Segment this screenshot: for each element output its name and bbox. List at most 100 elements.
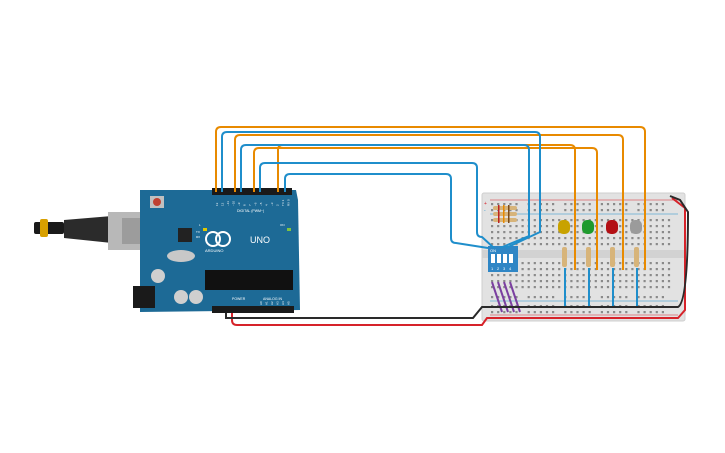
- breadboard-hole[interactable]: [655, 286, 658, 289]
- breadboard-hole[interactable]: [515, 225, 518, 228]
- breadboard-hole[interactable]: [667, 274, 671, 277]
- breadboard-hole[interactable]: [564, 243, 567, 246]
- breadboard-hole[interactable]: [552, 237, 555, 240]
- breadboard-hole[interactable]: [521, 268, 524, 271]
- led-yellow-body[interactable]: [558, 220, 570, 234]
- breadboard-hole[interactable]: [503, 237, 506, 240]
- breadboard-hole[interactable]: [594, 274, 597, 277]
- breadboard-hole[interactable]: [582, 243, 585, 246]
- led-resistors[interactable]: [562, 247, 639, 267]
- breadboard-hole[interactable]: [613, 274, 616, 277]
- breadboard-hole[interactable]: [564, 311, 567, 314]
- breadboard-hole[interactable]: [552, 203, 555, 206]
- breadboard-hole[interactable]: [576, 209, 579, 212]
- breadboard-hole[interactable]: [545, 280, 549, 283]
- breadboard-hole[interactable]: [527, 296, 530, 299]
- breadboard-hole[interactable]: [552, 286, 555, 289]
- breadboard-hole[interactable]: [637, 280, 640, 283]
- breadboard-hole[interactable]: [613, 311, 616, 314]
- breadboard-hole[interactable]: [497, 225, 500, 228]
- breadboard-hole[interactable]: [606, 209, 610, 212]
- breadboard-hole[interactable]: [570, 231, 573, 234]
- breadboard-hole[interactable]: [533, 231, 536, 234]
- breadboard-hole[interactable]: [619, 268, 622, 271]
- breadboard-hole[interactable]: [606, 243, 610, 246]
- breadboard-hole[interactable]: [588, 237, 591, 240]
- blue-wire-pin12[interactable]: [221, 131, 541, 249]
- top-resistors[interactable]: [493, 205, 517, 223]
- breadboard-hole[interactable]: [613, 268, 616, 271]
- blue-wire-pin9[interactable]: [240, 144, 530, 249]
- breadboard-hole[interactable]: [600, 274, 603, 277]
- breadboard-hole[interactable]: [661, 268, 664, 271]
- breadboard-hole[interactable]: [655, 243, 658, 246]
- breadboard-hole[interactable]: [558, 219, 561, 222]
- breadboard-hole[interactable]: [527, 280, 530, 283]
- breadboard-hole[interactable]: [539, 280, 542, 283]
- breadboard-hole[interactable]: [600, 262, 603, 265]
- breadboard-hole[interactable]: [576, 237, 579, 240]
- breadboard-hole[interactable]: [509, 237, 512, 240]
- breadboard-hole[interactable]: [600, 203, 603, 206]
- led-green[interactable]: [582, 220, 594, 234]
- breadboard-hole[interactable]: [649, 296, 652, 299]
- breadboard-hole[interactable]: [497, 274, 500, 277]
- breadboard-hole[interactable]: [582, 280, 585, 283]
- led-green-body[interactable]: [582, 220, 594, 234]
- breadboard-hole[interactable]: [576, 231, 579, 234]
- breadboard-hole[interactable]: [606, 296, 610, 299]
- breadboard-hole[interactable]: [625, 237, 628, 240]
- breadboard-hole[interactable]: [570, 286, 573, 289]
- breadboard-hole[interactable]: [613, 209, 616, 212]
- breadboard-hole[interactable]: [503, 286, 506, 289]
- breadboard-hole[interactable]: [582, 274, 585, 277]
- breadboard-hole[interactable]: [600, 280, 603, 283]
- breadboard-hole[interactable]: [497, 243, 500, 246]
- breadboard-hole[interactable]: [515, 203, 518, 206]
- breadboard-hole[interactable]: [545, 225, 549, 228]
- breadboard-hole[interactable]: [649, 286, 652, 289]
- breadboard-hole[interactable]: [570, 237, 573, 240]
- dip-toggle-2[interactable]: [497, 254, 501, 263]
- breadboard-hole[interactable]: [545, 237, 549, 240]
- breadboard-hole[interactable]: [619, 219, 622, 222]
- breadboard-hole[interactable]: [545, 286, 549, 289]
- breadboard-hole[interactable]: [613, 203, 616, 206]
- breadboard-hole[interactable]: [655, 203, 658, 206]
- breadboard-hole[interactable]: [600, 231, 603, 234]
- breadboard-hole[interactable]: [594, 231, 597, 234]
- breadboard-hole[interactable]: [667, 225, 671, 228]
- breadboard-hole[interactable]: [661, 274, 664, 277]
- breadboard-hole[interactable]: [545, 203, 549, 206]
- breadboard-hole[interactable]: [539, 237, 542, 240]
- breadboard-hole[interactable]: [631, 286, 634, 289]
- breadboard-hole[interactable]: [625, 296, 628, 299]
- breadboard-hole[interactable]: [625, 209, 628, 212]
- breadboard-hole[interactable]: [619, 262, 622, 265]
- breadboard-hole[interactable]: [649, 274, 652, 277]
- breadboard-hole[interactable]: [661, 219, 664, 222]
- breadboard-hole[interactable]: [600, 268, 603, 271]
- breadboard-hole[interactable]: [570, 243, 573, 246]
- breadboard-hole[interactable]: [582, 219, 585, 222]
- breadboard-hole[interactable]: [625, 274, 628, 277]
- breadboard-hole[interactable]: [491, 237, 494, 240]
- breadboard-hole[interactable]: [661, 311, 664, 314]
- breadboard-hole[interactable]: [570, 311, 573, 314]
- breadboard-hole[interactable]: [558, 280, 561, 283]
- breadboard-hole[interactable]: [509, 231, 512, 234]
- breadboard-hole[interactable]: [509, 280, 512, 283]
- breadboard-hole[interactable]: [667, 268, 671, 271]
- breadboard-hole[interactable]: [552, 209, 555, 212]
- breadboard-hole[interactable]: [643, 280, 646, 283]
- breadboard-hole[interactable]: [491, 203, 494, 206]
- breadboard-hole[interactable]: [619, 225, 622, 228]
- breadboard-hole[interactable]: [503, 311, 506, 314]
- breadboard-hole[interactable]: [558, 237, 561, 240]
- breadboard-hole[interactable]: [521, 262, 524, 265]
- breadboard-hole[interactable]: [667, 286, 671, 289]
- breadboard-hole[interactable]: [661, 203, 664, 206]
- breadboard-hole[interactable]: [600, 209, 603, 212]
- breadboard-hole[interactable]: [533, 203, 536, 206]
- breadboard-hole[interactable]: [643, 296, 646, 299]
